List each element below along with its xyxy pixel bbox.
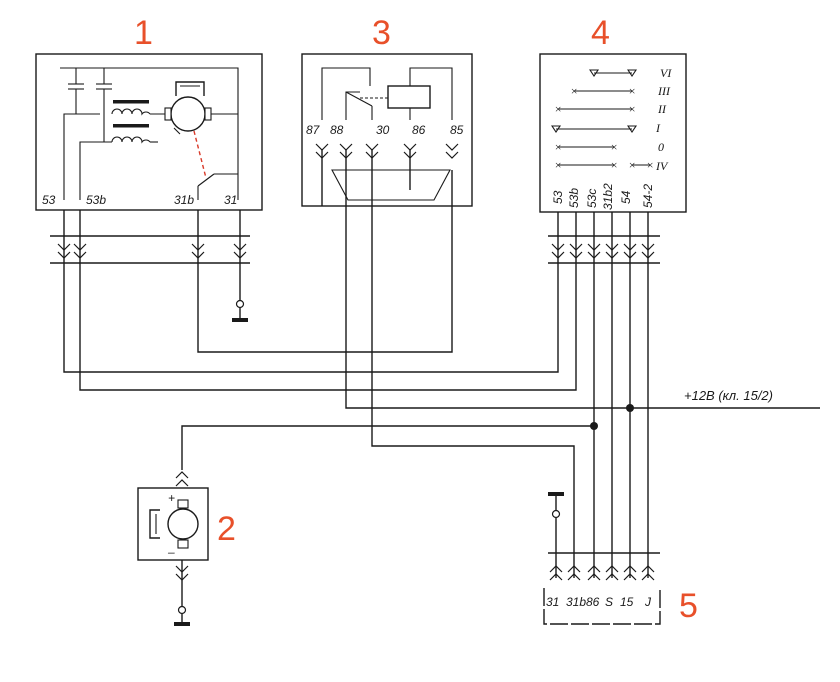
- junction-dot: [590, 422, 598, 430]
- wiper-motor-unit: 53 53b 31b 31: [35, 53, 263, 211]
- switch-contact-row: ××: [570, 84, 636, 98]
- switch-contact-row: ××: [554, 140, 618, 154]
- connector-pin-86: 86: [586, 595, 600, 609]
- washer-motor-bracket: [149, 509, 160, 539]
- connector-pin-j: J: [644, 595, 652, 609]
- connector-housing: [543, 588, 661, 625]
- supply-label: +12В (кл. 15/2): [684, 388, 773, 403]
- svg-text:×: ×: [610, 140, 618, 154]
- relay-coil: [387, 85, 431, 109]
- capacitor-icon: [68, 68, 84, 114]
- switch-position-i: I: [655, 121, 661, 135]
- washer-motor-icon: [167, 508, 199, 540]
- capacitor-icon: [96, 68, 112, 142]
- switch-pin-54: 54: [619, 190, 633, 204]
- wiper-motor-housing: [35, 53, 263, 211]
- relay-pin-88: 88: [330, 123, 344, 137]
- switch-contact-row: × × × ×: [554, 158, 654, 172]
- svg-text:×: ×: [628, 158, 636, 172]
- relay-pin-86: 86: [412, 123, 426, 137]
- switch-contact-row: [588, 69, 638, 77]
- component-4-number: 4: [591, 14, 610, 52]
- motor-pin-31b: 31b: [174, 193, 194, 207]
- svg-text:×: ×: [646, 158, 654, 172]
- relay-connector-shape: [331, 169, 451, 201]
- wires: [63, 150, 820, 606]
- connector-pin-s: S: [605, 595, 613, 609]
- motor-internal-wire: [60, 67, 239, 200]
- washer-motor-housing: [137, 487, 209, 561]
- component-2-number: 2: [217, 510, 236, 548]
- inductor-icon: [111, 100, 151, 144]
- connector-pin-31b: 31b: [566, 595, 586, 609]
- connector-chevrons: [57, 143, 655, 581]
- component-1-number: 1: [134, 14, 153, 52]
- component-3-number: 3: [372, 14, 391, 52]
- wiper-switch-unit: ×× ×× ×× ×× ×× VI III II I 0 IV 53 53b 5…: [539, 53, 687, 213]
- switch-pin-53: 53: [551, 190, 565, 204]
- ground-icon: [548, 492, 564, 519]
- steering-connector-unit: 31 31b 86 S 15 J: [543, 588, 661, 625]
- washer-motor-minus: –: [167, 545, 175, 559]
- motor-pin-31: 31: [224, 193, 237, 207]
- limit-switch-icon: [197, 173, 238, 200]
- switch-pin-31b2: 31b2: [601, 183, 615, 210]
- relay-pin-30: 30: [376, 123, 390, 137]
- switch-pin-54-2: 54-2: [641, 184, 655, 208]
- relay-contact: [345, 91, 373, 107]
- svg-text:×: ×: [554, 102, 562, 116]
- svg-text:×: ×: [628, 102, 636, 116]
- svg-text:×: ×: [570, 84, 578, 98]
- svg-text:×: ×: [554, 140, 562, 154]
- relay-pin-87: 87: [306, 123, 321, 137]
- switch-housing: [539, 53, 687, 213]
- connector-pin-15: 15: [620, 595, 634, 609]
- switch-position-ii: II: [657, 102, 667, 116]
- ground-icon: [174, 605, 190, 626]
- ground-icon: [232, 299, 248, 322]
- motor-internal-wire: [63, 113, 100, 200]
- connector-pin-31: 31: [546, 595, 559, 609]
- switch-contact-row: [550, 125, 638, 133]
- component-5-number: 5: [679, 587, 698, 625]
- switch-position-0: 0: [658, 140, 664, 154]
- relay-housing: [301, 53, 473, 207]
- harness-bundle: [50, 235, 660, 554]
- svg-text:×: ×: [628, 84, 636, 98]
- switch-contact-row: ××: [554, 102, 636, 116]
- washer-motor-unit: + –: [137, 487, 209, 561]
- relay-internal-wire: [409, 67, 453, 120]
- switch-pin-53c: 53c: [585, 189, 599, 208]
- junction-dot: [626, 404, 634, 412]
- switch-position-iii: III: [657, 84, 671, 98]
- switch-position-vi: VI: [660, 66, 672, 80]
- relay-unit: 87 88 30 86 85: [301, 53, 473, 207]
- motor-internal-wire: [79, 141, 112, 200]
- svg-text:×: ×: [610, 158, 618, 172]
- motor-pin-53b: 53b: [86, 193, 106, 207]
- relay-internal-wire: [321, 67, 371, 120]
- relay-pin-85: 85: [450, 123, 464, 137]
- motor-icon: [164, 81, 212, 135]
- switch-pin-53b: 53b: [567, 188, 581, 208]
- washer-motor-plus: +: [168, 491, 175, 505]
- switch-position-iv: IV: [655, 159, 669, 173]
- motor-pin-53: 53: [42, 193, 56, 207]
- mechanical-link: [193, 130, 207, 179]
- svg-text:×: ×: [554, 158, 562, 172]
